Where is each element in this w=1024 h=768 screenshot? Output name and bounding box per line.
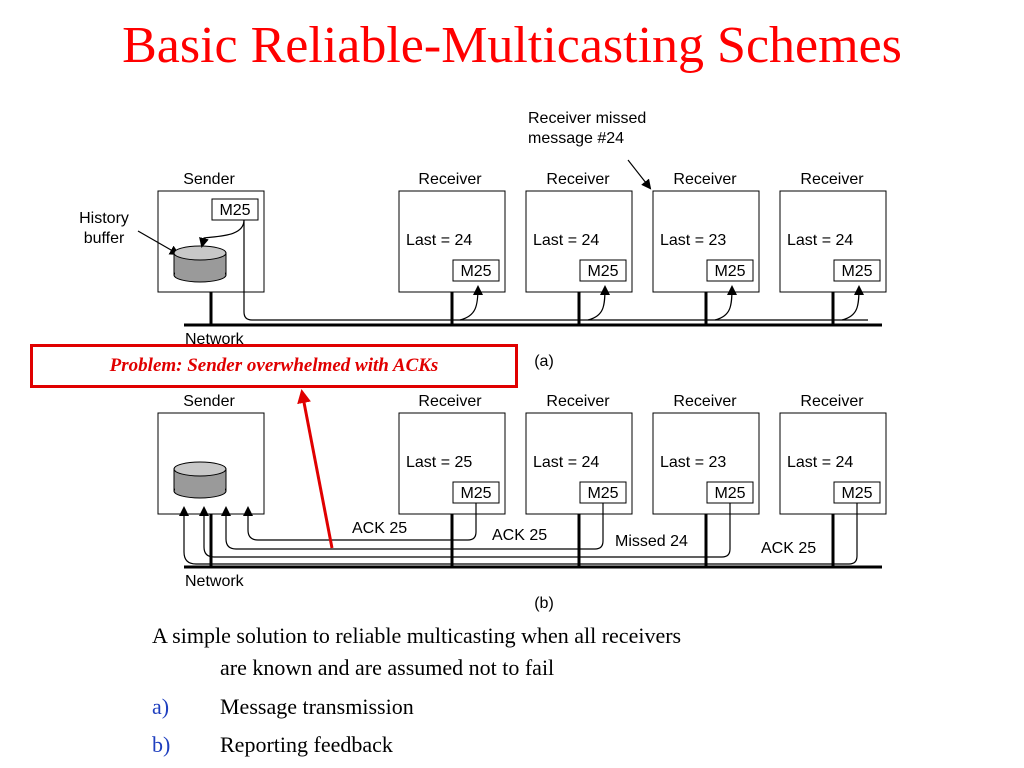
receiver-message: M25: [714, 263, 745, 280]
diagram-a: Receiver missed message #24 Sender M25 H…: [79, 110, 887, 370]
delivery-arrow: [841, 285, 864, 321]
receiver-label: Receiver: [546, 393, 610, 410]
receiver-a-1: Receiver Last = 24 M25: [398, 171, 506, 293]
sender-label: Sender: [183, 393, 235, 410]
receiver-message: M25: [841, 485, 872, 502]
multicast-path: [243, 220, 868, 321]
list-item: a) Message transmission: [152, 692, 1012, 722]
receiver-a-3: Receiver Last = 23 M25: [652, 171, 760, 293]
sender-label: Sender: [183, 171, 235, 188]
feedback-label: ACK 25: [761, 540, 816, 557]
receiver-label: Receiver: [800, 171, 864, 188]
sender-message-box: [211, 198, 259, 221]
caption-a: (a): [534, 353, 554, 370]
missed-path: [199, 503, 731, 558]
history-label-line1: History: [79, 210, 129, 227]
receiver-label: Receiver: [418, 393, 482, 410]
problem-callout-arrow: [297, 389, 334, 549]
receiver-message: M25: [841, 263, 872, 280]
list-item-text: Reporting feedback: [220, 732, 393, 757]
caption-b: (b): [534, 595, 554, 612]
receiver-label: Receiver: [546, 171, 610, 188]
receiver-b-3: Receiver Last = 23 M25: [652, 393, 760, 515]
feedback-label: Missed 24: [615, 533, 688, 550]
network-label: Network: [185, 573, 245, 590]
receiver-last: Last = 24: [533, 232, 599, 249]
list-marker: a): [152, 694, 170, 719]
ack-path: [221, 503, 604, 550]
receiver-message: M25: [714, 485, 745, 502]
feedback-label: ACK 25: [352, 520, 407, 537]
receiver-message-box: [579, 259, 627, 282]
intro-line2: are known and are assumed not to fail: [220, 655, 555, 680]
receiver-message-box: [706, 259, 754, 282]
intro-line1: A simple solution to reliable multicasti…: [152, 623, 682, 648]
problem-callout: Problem: Sender overwhelmed with ACKs: [30, 344, 518, 388]
receiver-last: Last = 24: [787, 232, 853, 249]
delivery-arrow: [459, 285, 483, 321]
receiver-b-4: Receiver Last = 24 M25: [779, 393, 887, 515]
sender-message: M25: [219, 202, 250, 219]
history-pointer-arrow: [137, 230, 180, 255]
receiver-message-box: [452, 259, 500, 282]
receiver-label: Receiver: [673, 171, 737, 188]
receiver-message: M25: [587, 263, 618, 280]
buffer-store-arrow: [199, 219, 245, 248]
receiver-message: M25: [460, 485, 491, 502]
delivery-arrow: [714, 285, 737, 321]
receiver-a-4: Receiver Last = 24 M25: [779, 171, 887, 293]
bullet-list: A simple solution to reliable multicasti…: [152, 620, 1012, 760]
receiver-last: Last = 25: [406, 454, 472, 471]
history-label-line2: buffer: [84, 230, 125, 247]
receiver-label: Receiver: [673, 393, 737, 410]
network-label: Network: [185, 331, 245, 348]
ack-path: [243, 503, 477, 541]
receiver-label: Receiver: [800, 393, 864, 410]
receiver-last: Last = 23: [660, 454, 726, 471]
receiver-last: Last = 24: [533, 454, 599, 471]
delivery-arrow: [587, 285, 610, 321]
receiver-last: Last = 23: [660, 232, 726, 249]
receiver-a-2: Receiver Last = 24 M25: [525, 171, 633, 293]
history-buffer-icon: [173, 461, 227, 499]
receiver-message: M25: [460, 263, 491, 280]
receiver-message: M25: [587, 485, 618, 502]
receiver-message-box: [833, 259, 881, 282]
list-item-text: Message transmission: [220, 694, 414, 719]
receiver-b-1: Receiver Last = 25 M25: [398, 393, 506, 515]
annotation-line1: Receiver missed: [528, 110, 646, 127]
history-buffer-icon: [173, 245, 227, 283]
receiver-last: Last = 24: [787, 454, 853, 471]
receiver-b-2: Receiver Last = 24 M25: [525, 393, 633, 515]
ack-path: [179, 503, 858, 565]
feedback-label: ACK 25: [492, 527, 547, 544]
list-marker: b): [152, 732, 171, 757]
annotation-arrow: [627, 159, 652, 190]
slide-title: Basic Reliable-Multicasting Schemes: [122, 17, 902, 74]
receiver-last: Last = 24: [406, 232, 472, 249]
list-item: b) Reporting feedback: [152, 730, 1012, 760]
receiver-label: Receiver: [418, 171, 482, 188]
intro-text: A simple solution to reliable multicasti…: [152, 620, 1012, 684]
annotation-line2: message #24: [528, 130, 624, 147]
diagram-b: Sender Receiver Last = 25 M25 Receiver L…: [157, 393, 887, 612]
